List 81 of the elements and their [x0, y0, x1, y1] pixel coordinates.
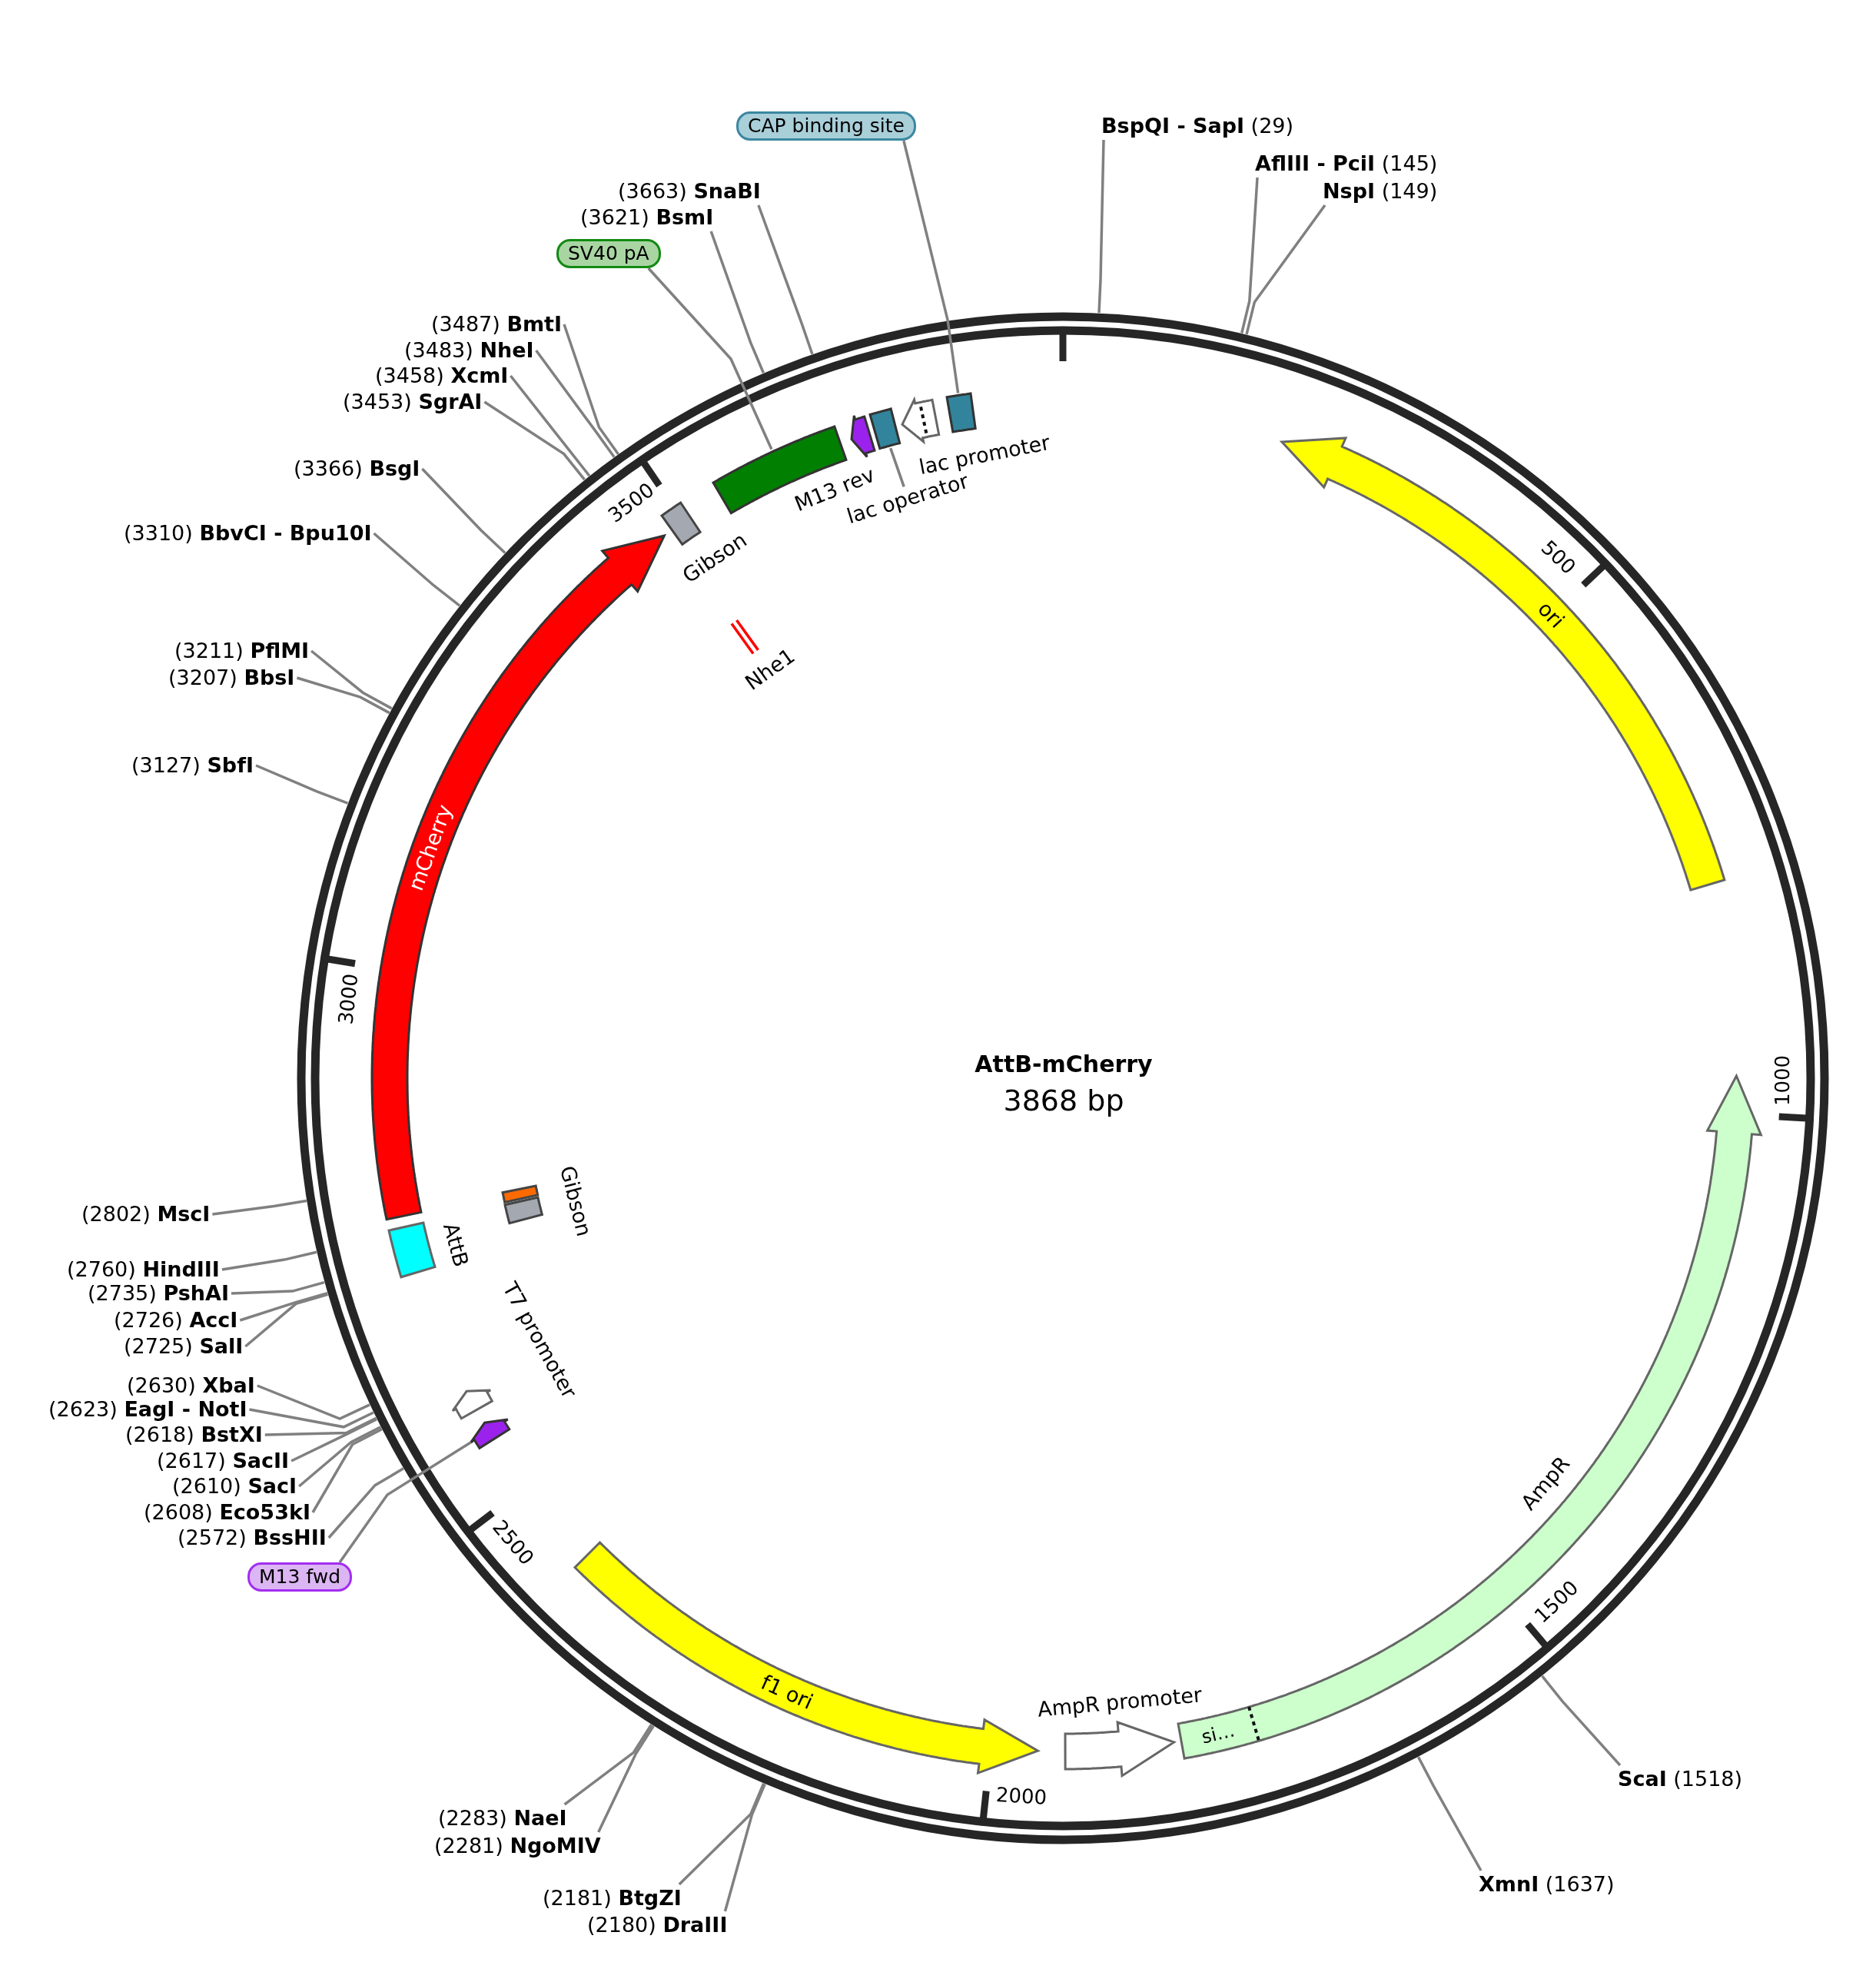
leader-line [338, 1440, 473, 1563]
leader-line [311, 1428, 383, 1513]
leader-line [327, 1467, 404, 1539]
restriction-site-label: (2725) SalI [124, 1334, 244, 1359]
restriction-site-label: (2760) HindIII [67, 1257, 220, 1282]
restriction-site-label: (2180) DraIII [587, 1913, 728, 1937]
restriction-site-label: (3366) BsgI [294, 456, 420, 481]
scale-label: 500 [1537, 536, 1581, 579]
leader-line [231, 1280, 325, 1295]
leader-line [1097, 139, 1105, 314]
restriction-site-label: (3211) PflMI [174, 639, 310, 663]
leader-line [221, 1250, 317, 1271]
leader-line [212, 1199, 307, 1216]
restriction-site-label: (2283) NaeI [438, 1806, 567, 1831]
restriction-site-label: (3453) SgrAI [343, 390, 483, 414]
leader-line [647, 267, 773, 450]
leader-line [249, 1408, 374, 1429]
restriction-site-label: (3621) BsmI [580, 205, 714, 230]
leader-line [421, 467, 506, 554]
restriction-site-label: (3127) SbfI [131, 753, 254, 778]
leader-line [723, 1783, 766, 1912]
restriction-site-label: (3458) XcmI [375, 364, 509, 388]
leader-line [310, 649, 393, 710]
plasmid-length: 3868 bp [1003, 1084, 1124, 1117]
restriction-site-label: (2618) BstXI [125, 1423, 263, 1447]
feature-label: ori [1533, 596, 1569, 633]
leader-line [1240, 177, 1259, 334]
leader-line [297, 1426, 382, 1488]
restriction-site-label: ScaI (1518) [1618, 1767, 1743, 1791]
restriction-site-label: XmnI (1637) [1479, 1872, 1615, 1897]
leader-line [563, 324, 619, 455]
restriction-site-label: (2572) BssHII [178, 1525, 327, 1550]
restriction-site-label: (3663) SnaBI [618, 179, 761, 204]
leader-line [510, 374, 591, 477]
restriction-site-label: (3310) BbvCI - Bpu10I [124, 521, 372, 546]
leader-line [597, 1725, 655, 1833]
leader-line [709, 231, 765, 373]
leader-line [1541, 1675, 1622, 1767]
feature-label: AttB [439, 1220, 473, 1270]
leader-line [244, 1293, 328, 1348]
leader-line [1245, 204, 1326, 335]
leader-line [296, 676, 390, 715]
leader-line [563, 1724, 653, 1806]
restriction-site-label: (3487) BmtI [431, 312, 563, 337]
leader-line [255, 764, 349, 805]
leader-line [291, 1418, 377, 1462]
restriction-site-label: (2181) BtgZI [543, 1886, 682, 1911]
leader-line [373, 532, 461, 607]
restriction-site-label: (3207) BbsI [168, 666, 295, 690]
restriction-site-label: (2802) MscI [81, 1202, 211, 1227]
leader-line [264, 1416, 377, 1436]
restriction-site-label: (3483) NheI [404, 338, 534, 363]
scale-label: 2000 [995, 1783, 1048, 1810]
feature-tag: M13 fwd [247, 1562, 352, 1592]
restriction-site-label: (2735) PshAI [88, 1281, 229, 1306]
leader-line [902, 140, 960, 393]
feature-tag: CAP binding site [736, 111, 916, 141]
restriction-site-label: (2726) AccI [114, 1308, 238, 1333]
leader-line [257, 1384, 370, 1420]
leader-line [535, 349, 616, 458]
plasmid-name: AttB-mCherry [975, 1050, 1153, 1077]
leader-line [757, 204, 814, 355]
restriction-site-label: (2623) EagI - NotI [48, 1397, 247, 1422]
leader-line [483, 400, 586, 481]
scale-label: 3000 [334, 972, 363, 1026]
scale-label: 1000 [1770, 1055, 1795, 1107]
restriction-site-label: (2630) XbaI [127, 1373, 255, 1398]
restriction-site-label: (2617) SacII [157, 1449, 290, 1473]
restriction-site-label: NspI (149) [1323, 179, 1438, 204]
restriction-site-label: (2608) Eco53kI [144, 1500, 310, 1525]
feature-tag: SV40 pA [556, 239, 661, 268]
feature-label: Gibson [556, 1164, 596, 1240]
restriction-site-label: AflIII - PciI (145) [1255, 151, 1438, 176]
restriction-site-label: (2281) NgoMIV [434, 1834, 601, 1858]
feature-label: f1 ori [757, 1670, 817, 1715]
restriction-site-label: (2610) SacI [172, 1474, 297, 1499]
restriction-site-label: BspQI - SapI (29) [1101, 114, 1294, 138]
leader-line [889, 447, 905, 487]
leader-line [1416, 1756, 1483, 1871]
leader-line [239, 1292, 328, 1322]
leader-line [678, 1783, 765, 1886]
